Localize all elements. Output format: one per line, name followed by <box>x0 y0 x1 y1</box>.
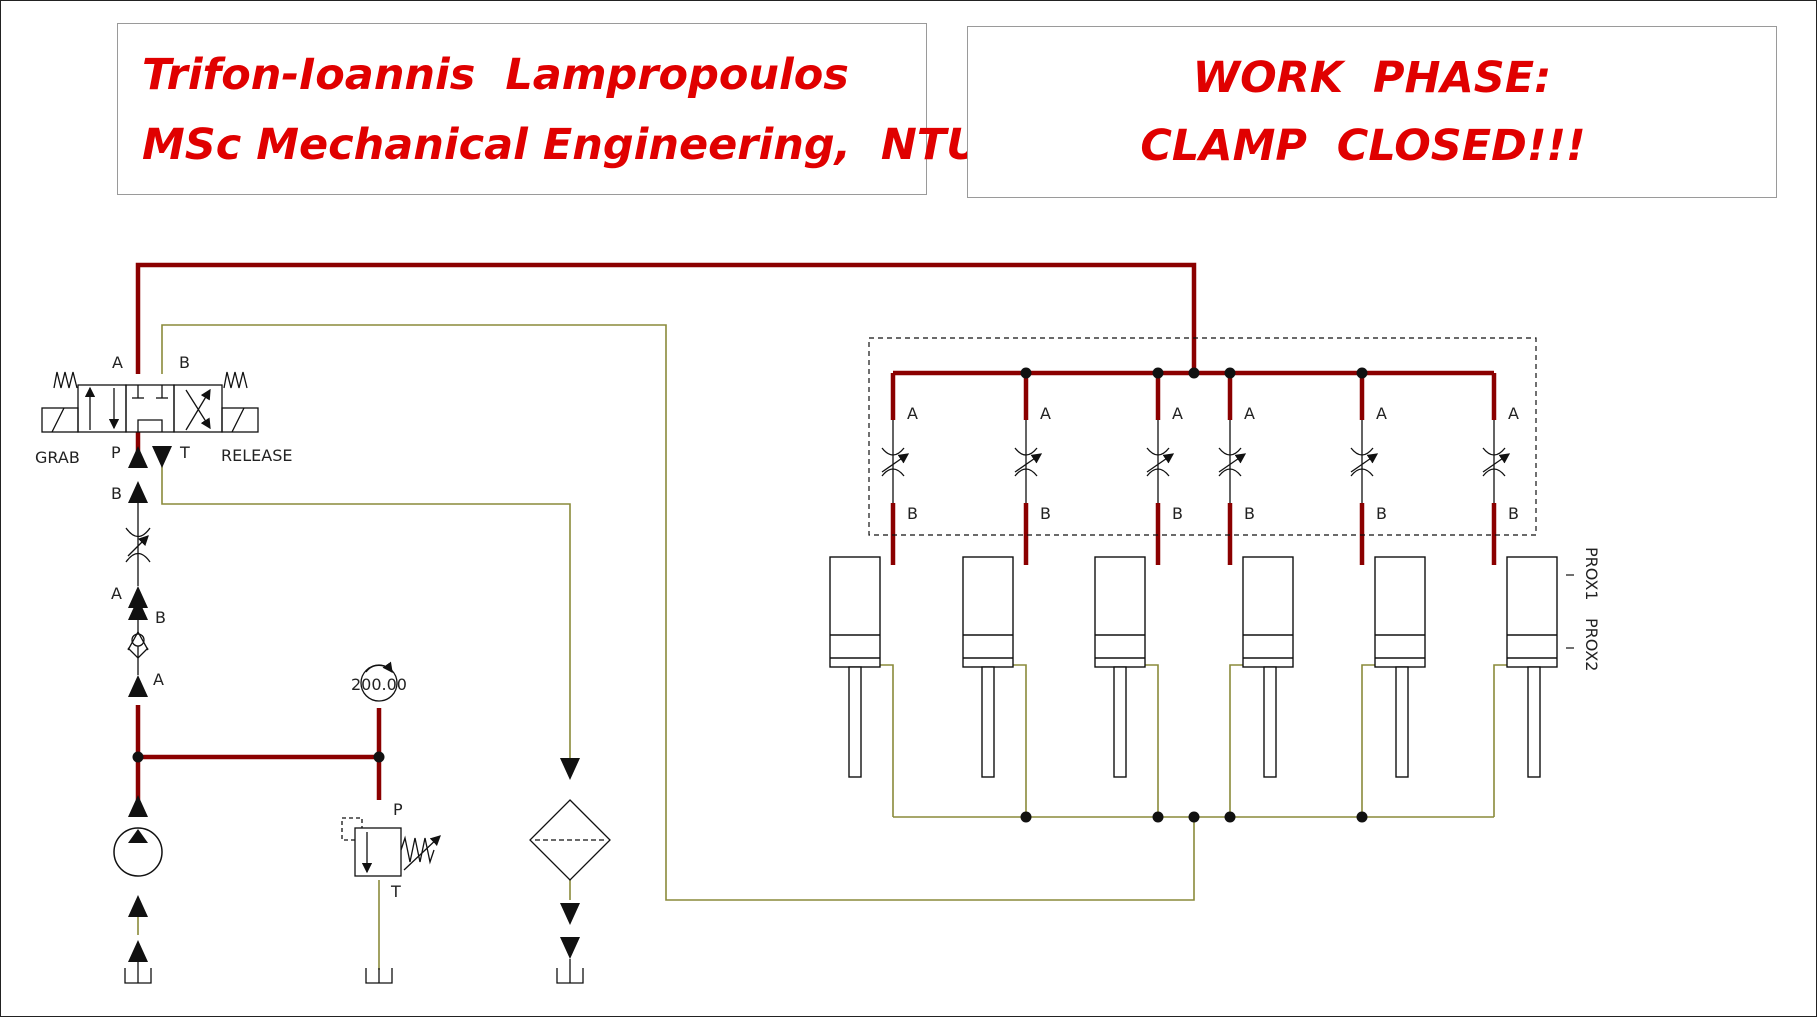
throttle-group-box <box>868 337 1537 536</box>
check-valve-b-label: B <box>155 608 166 627</box>
throttle-4-a-label: A <box>1244 404 1255 423</box>
return-lines <box>137 324 1507 970</box>
flow-arrows <box>128 446 580 962</box>
author-name: Trifon-Ioannis Lampropoulos <box>142 50 849 100</box>
check-valve-a-label: A <box>153 670 164 689</box>
prox2-label: PROX2 <box>1582 618 1601 671</box>
valve-port-b-label: B <box>179 353 190 372</box>
throttle-5-b-label: B <box>1376 504 1387 523</box>
gauge-value: 200.00 <box>351 675 407 694</box>
tank-icons <box>124 959 584 984</box>
cylinder-3 <box>1094 556 1146 778</box>
release-label: RELEASE <box>221 446 292 465</box>
phase-title-box: WORK PHASE: CLAMP CLOSED!!! <box>967 26 1777 198</box>
throttle-6-b-label: B <box>1508 504 1519 523</box>
valve-port-t-label: T <box>179 443 190 462</box>
pump-icon <box>113 827 163 877</box>
solenoid-left <box>41 407 79 433</box>
solenoid-right <box>221 407 259 433</box>
junction-dots <box>132 367 1368 823</box>
grab-label: GRAB <box>35 448 80 467</box>
throttle-3-b-label: B <box>1172 504 1183 523</box>
relief-port-p-label: P <box>393 800 403 819</box>
throttle-1-b-label: B <box>907 504 918 523</box>
spring-right <box>223 371 248 389</box>
supply-throttle-b-label: B <box>111 484 122 503</box>
throttle-2-b-label: B <box>1040 504 1051 523</box>
cylinder-5 <box>1374 556 1426 778</box>
cylinder-1 <box>829 556 881 778</box>
phase-heading: WORK PHASE: <box>1192 53 1552 103</box>
throttle-1 <box>881 420 910 503</box>
filter-icon <box>529 799 611 881</box>
throttle-5 <box>1350 420 1379 503</box>
proximity-sensor-ticks <box>1566 574 1574 649</box>
throttle-6 <box>1482 420 1511 503</box>
throttle-4 <box>1218 420 1247 503</box>
cylinder-6 <box>1506 556 1558 778</box>
prox1-label: PROX1 <box>1582 547 1601 600</box>
relief-port-t-label: T <box>390 882 401 901</box>
valve-port-a-label: A <box>112 353 123 372</box>
throttle-4-b-label: B <box>1244 504 1255 523</box>
relief-valve-icon <box>341 817 441 877</box>
pressure-gauge: 200.00 <box>351 661 407 702</box>
throttle-1-a-label: A <box>907 404 918 423</box>
throttle-6-a-label: A <box>1508 404 1519 423</box>
spring-left <box>53 371 78 389</box>
throttle-5-a-label: A <box>1376 404 1387 423</box>
supply-throttle-icon <box>125 503 151 586</box>
throttle-2-a-label: A <box>1040 404 1051 423</box>
pressure-lines <box>135 262 1497 800</box>
directional-valve <box>41 371 259 433</box>
phase-status: CLAMP CLOSED!!! <box>1140 121 1586 171</box>
cylinder-4 <box>1242 556 1294 778</box>
throttle-3-a-label: A <box>1172 404 1183 423</box>
throttle-3 <box>1146 420 1175 503</box>
check-valve-icon <box>127 620 149 675</box>
supply-throttle-a-label: A <box>111 584 122 603</box>
throttle-2 <box>1014 420 1043 503</box>
valve-port-p-label: P <box>111 443 121 462</box>
cylinder-2 <box>962 556 1014 778</box>
